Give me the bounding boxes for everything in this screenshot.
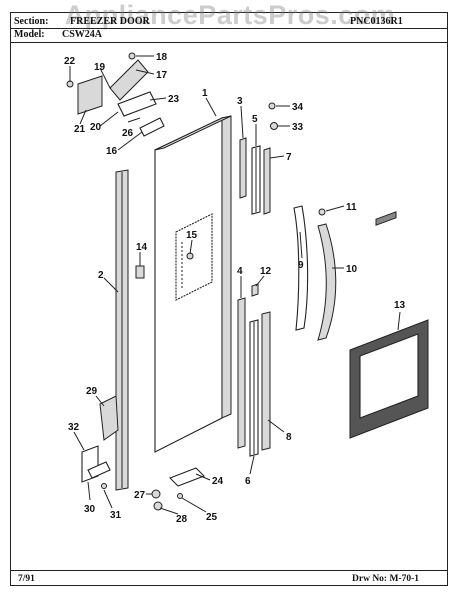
upper-rail (251, 145, 271, 215)
callout-4: 4 (237, 266, 243, 277)
latch (135, 265, 145, 279)
top-hinge-assembly (66, 52, 165, 137)
leader-lines (69, 55, 401, 515)
model-label: Model: (14, 29, 45, 40)
callout-13: 13 (394, 300, 406, 311)
footer-date: 7/91 (18, 574, 35, 584)
diagram-frame (10, 12, 448, 586)
callout-8: 8 (286, 432, 292, 443)
callout-27: 27 (134, 490, 146, 501)
lower-rail (249, 311, 271, 457)
callout-25: 25 (206, 512, 218, 523)
callout-18: 18 (156, 52, 168, 63)
callout-29: 29 (86, 386, 98, 397)
lower-trim (237, 297, 246, 449)
callout-20: 20 (90, 122, 102, 133)
model-value: CSW24A (62, 29, 103, 40)
callout-31: 31 (110, 510, 122, 521)
callout-15: 15 (186, 230, 198, 241)
handle-screw (318, 208, 326, 216)
callout-33: 33 (292, 122, 304, 133)
callout-17: 17 (156, 70, 168, 81)
callout-16: 16 (106, 146, 118, 157)
dispenser-panel (349, 211, 429, 439)
header-divider (10, 28, 448, 29)
callout-10: 10 (346, 264, 358, 275)
section-value: FREEZER DOOR (70, 16, 150, 27)
callout-14: 14 (136, 242, 148, 253)
callout-6: 6 (245, 476, 251, 487)
callout-9: 9 (298, 260, 304, 271)
callout-28: 28 (176, 514, 188, 525)
section-label: Section: (14, 16, 49, 27)
handle-base (293, 205, 309, 331)
rail-clip (251, 283, 259, 297)
callout-7: 7 (286, 152, 292, 163)
callout-34: 34 (292, 102, 304, 113)
callout-numbers: 1 2 3 4 5 6 7 8 9 10 11 12 13 14 15 16 1… (64, 52, 406, 525)
callout-26: 26 (122, 128, 134, 139)
door-handle (317, 223, 337, 341)
callout-22: 22 (64, 56, 76, 67)
callout-23: 23 (168, 94, 180, 105)
bottom-hinge-assembly (81, 395, 205, 511)
callout-3: 3 (237, 96, 243, 107)
callout-12: 12 (260, 266, 272, 277)
door-gasket-strip (115, 169, 129, 491)
door-panel (154, 115, 232, 453)
page-id: PNC0136R1 (350, 16, 403, 27)
callout-19: 19 (94, 62, 106, 73)
callout-1: 1 (202, 88, 208, 99)
callout-2: 2 (98, 270, 104, 281)
footer-drawing-number: Drw No: M-70-1 (352, 574, 420, 584)
callout-24: 24 (212, 476, 224, 487)
top-fasteners (268, 102, 278, 130)
watermark: AppliancePartsPros.com (64, 0, 396, 30)
upper-trim (239, 137, 247, 199)
callout-5: 5 (252, 114, 258, 125)
callout-32: 32 (68, 422, 80, 433)
callout-30: 30 (84, 504, 96, 515)
callout-11: 11 (346, 202, 357, 213)
callout-21: 21 (74, 124, 86, 135)
footer-divider (10, 570, 448, 571)
header-divider-lower (10, 42, 448, 43)
